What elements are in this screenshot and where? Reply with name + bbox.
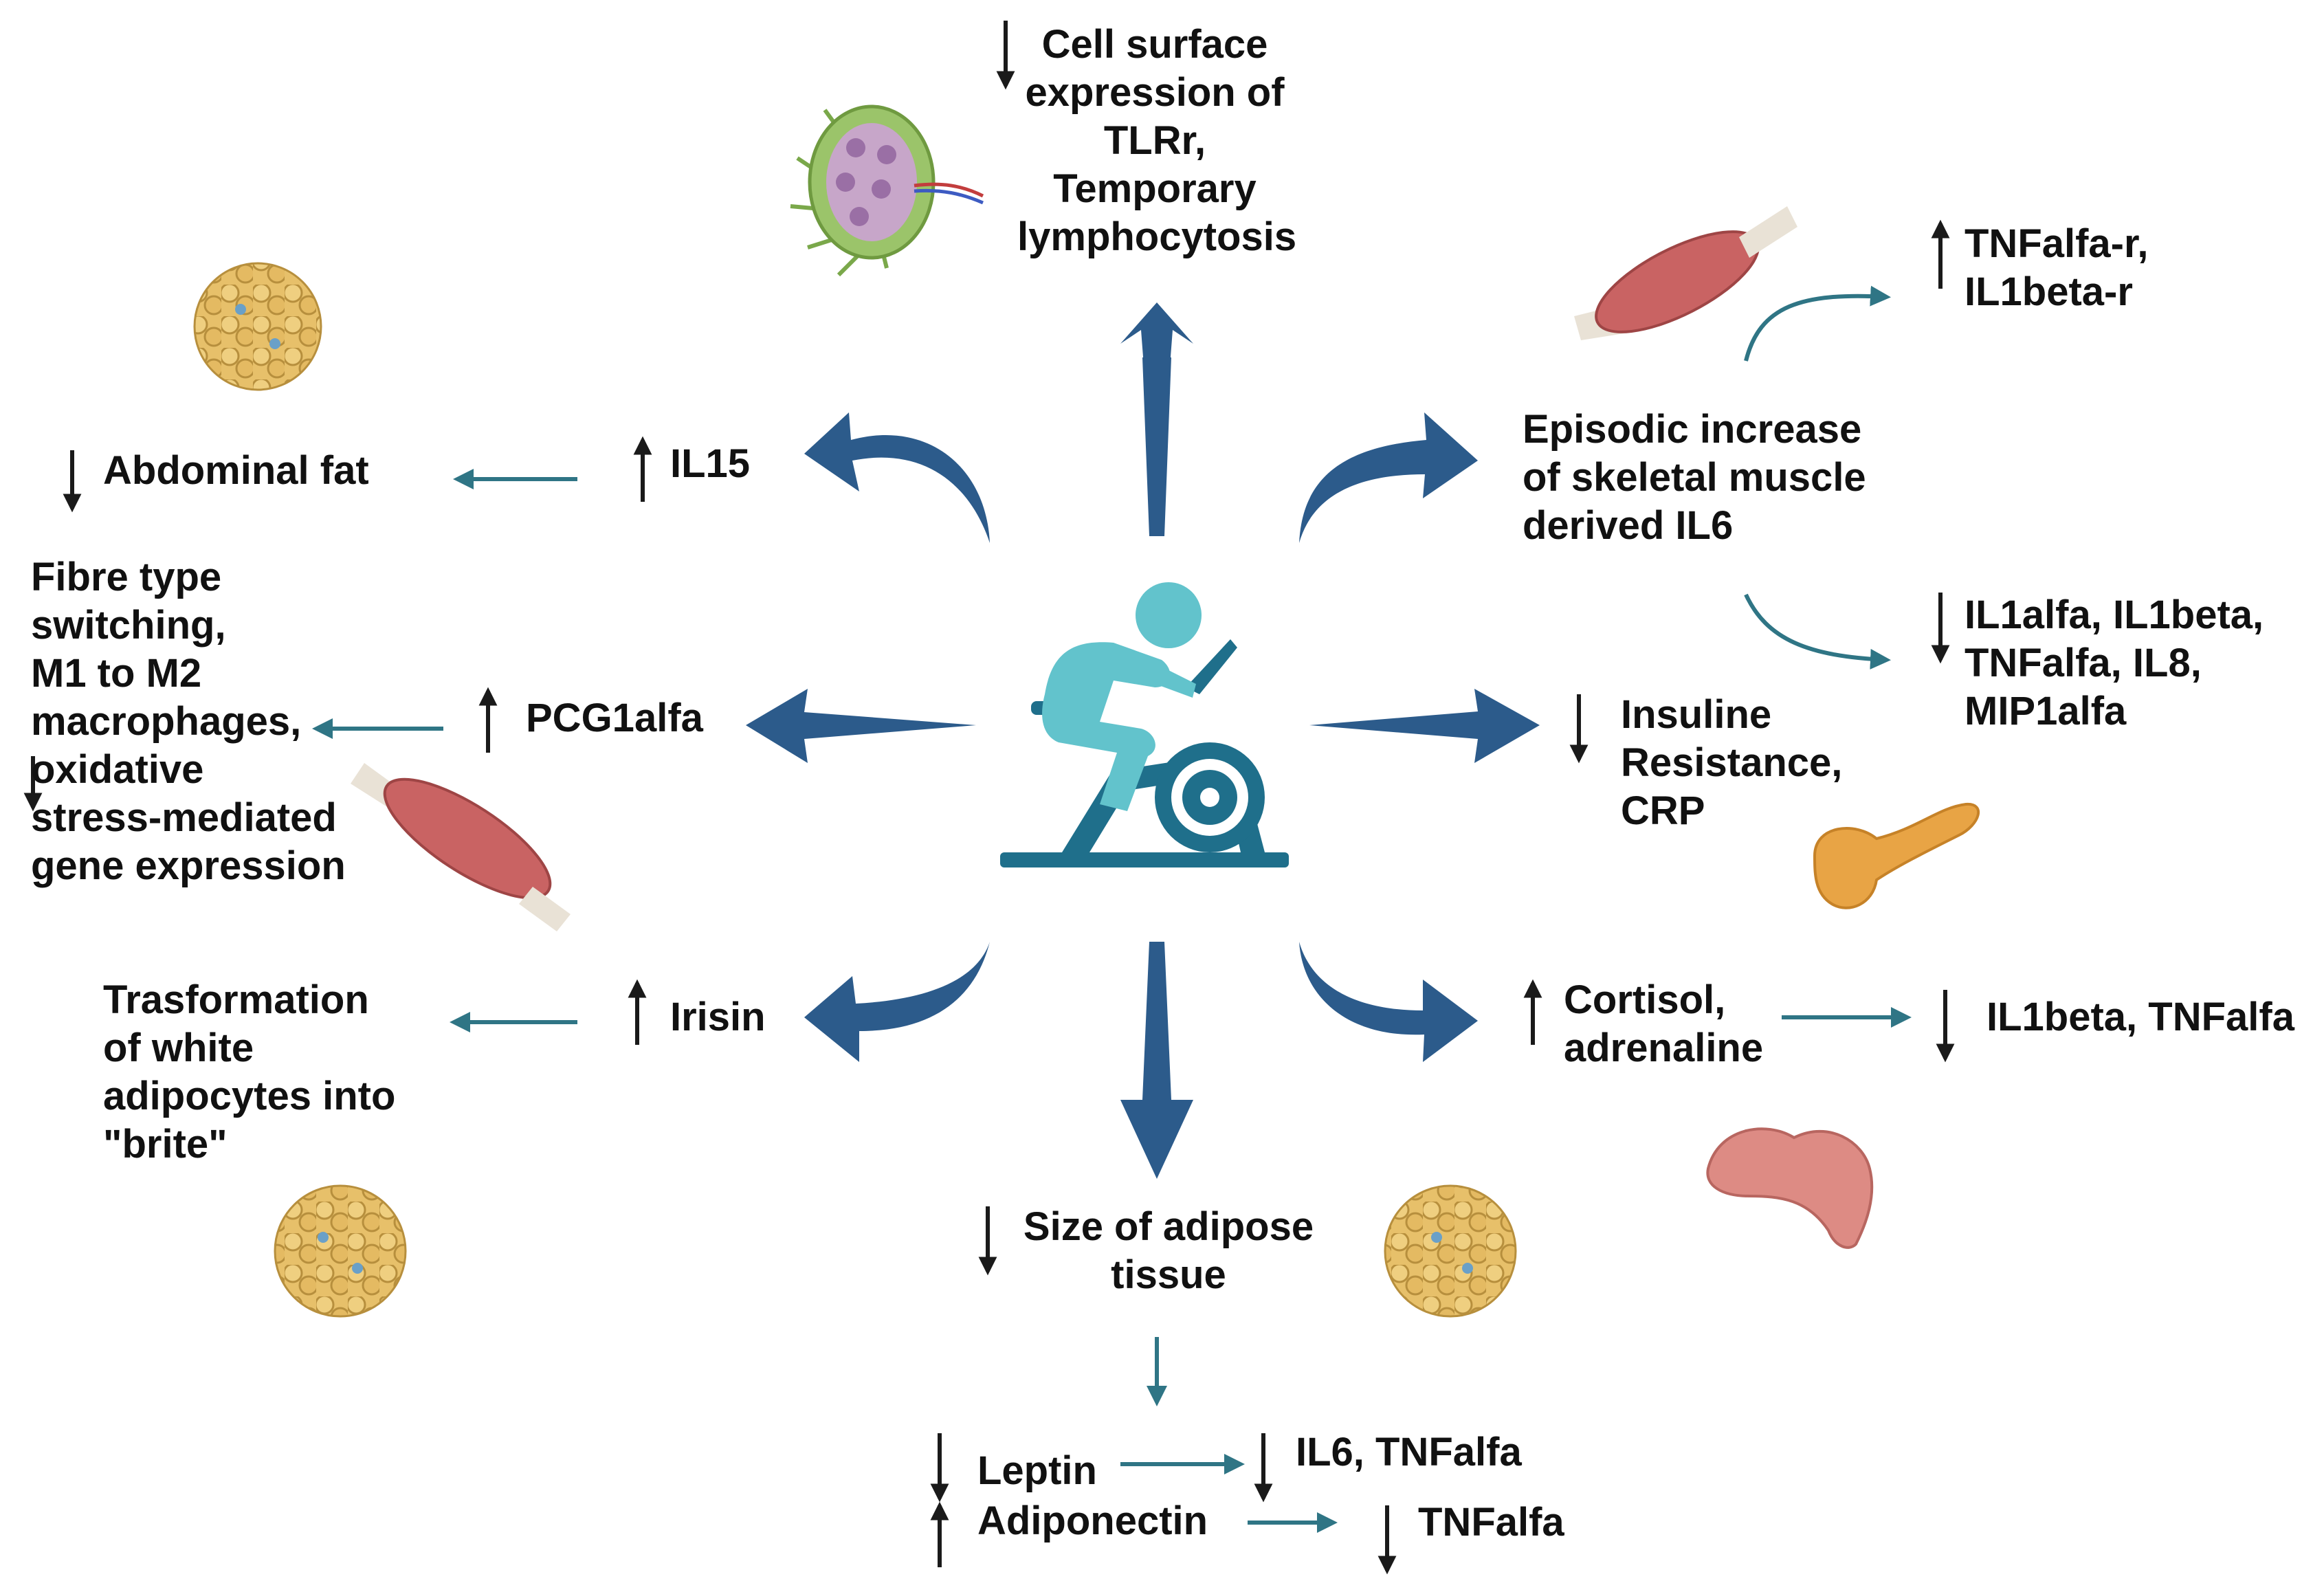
label-il15: IL15 — [670, 441, 751, 486]
adipose-tissue-icon — [193, 262, 322, 391]
skeletal-muscle-icon — [351, 763, 571, 931]
pancreas-icon — [1813, 802, 1980, 909]
label-fibre-switching: Fibre type switching, M1 to M2 macrophag… — [31, 555, 346, 888]
label-pgc1alfa: PCG1alfa — [526, 696, 703, 740]
label-brite: Trasformation of white adipocytes into "… — [103, 977, 396, 1167]
arrow-il6-to-il1 — [1744, 593, 1891, 670]
adipose-tissue-icon — [1384, 1184, 1517, 1318]
arrow-curved-cortisol — [1299, 942, 1478, 1062]
arrow-up-lymph-shaft — [1142, 357, 1171, 536]
cyclist-icon — [1000, 582, 1289, 867]
label-cortisol: Cortisol, adrenaline — [1564, 977, 1764, 1070]
arrow-il6-to-receptors — [1744, 285, 1891, 362]
label-lymph-effect: Cell surface expression of TLRr, Tempora… — [1017, 22, 1297, 259]
label-leptin: Leptin — [977, 1448, 1097, 1493]
skeletal-muscle-icon — [1574, 206, 1797, 340]
label-adipose-size: Size of adipose tissue — [1023, 1204, 1314, 1297]
label-tnfalfa: TNFalfa — [1418, 1500, 1564, 1545]
arrow-down-adipose — [1120, 942, 1193, 1179]
arrow-left-pgc — [746, 689, 976, 763]
label-insulin-resistance: Insuline Resistance, CRP — [1621, 692, 1843, 833]
secondary-arrows — [312, 285, 1912, 1533]
label-abdominal-fat: Abdominal fat — [103, 448, 369, 493]
arrow-right-insulin — [1309, 689, 1540, 763]
lymph-node-icon — [790, 104, 984, 277]
label-tnf-receptors: TNFalfa-r, IL1beta-r — [1965, 221, 2149, 314]
adrenal-gland-icon — [1706, 1127, 1874, 1249]
label-il6-tnf: IL6, TNFalfa — [1296, 1430, 1522, 1474]
adipose-tissue-icon — [274, 1184, 407, 1318]
arrow-curved-irisin — [804, 942, 990, 1062]
arrow-curved-il15 — [804, 412, 990, 543]
main-arrows — [746, 302, 1540, 1179]
arrow-curved-il6 — [1299, 412, 1478, 543]
label-adiponectin: Adiponectin — [977, 1499, 1208, 1543]
indicators — [23, 21, 1955, 1575]
label-irisin: Irisin — [670, 995, 766, 1039]
label-il6-muscle: Episodic increase of skeletal muscle der… — [1523, 407, 1866, 548]
label-il1beta-tnf: IL1beta, TNFalfa — [1987, 995, 2294, 1039]
label-il1-family: IL1alfa, IL1beta, TNFalfa, IL8, MIP1alfa — [1965, 593, 2264, 733]
